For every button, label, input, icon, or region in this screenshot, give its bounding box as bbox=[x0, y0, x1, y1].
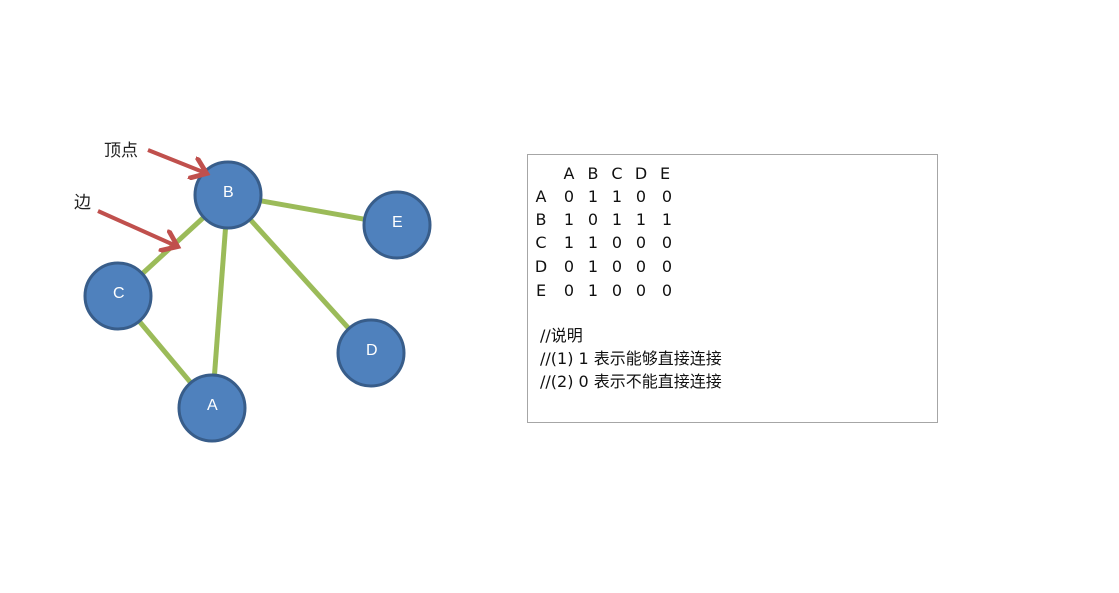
matrix-cell: 0 bbox=[635, 257, 647, 276]
matrix-note: //(1) 1 表示能够直接连接 bbox=[540, 349, 722, 368]
matrix-cell: 1 bbox=[563, 233, 575, 252]
node-label-B: B bbox=[223, 184, 234, 201]
matrix-header: A bbox=[563, 164, 575, 183]
node-B bbox=[193, 160, 263, 230]
matrix-row-label: E bbox=[535, 281, 547, 300]
matrix-note: //说明 bbox=[540, 326, 583, 345]
matrix-cell: 0 bbox=[563, 257, 575, 276]
matrix-cell: 0 bbox=[661, 257, 673, 276]
matrix-row-label: B bbox=[535, 210, 547, 229]
node-A bbox=[177, 373, 247, 443]
edge-B-D bbox=[248, 218, 351, 330]
edge-arrow bbox=[97, 209, 174, 245]
matrix-row-label: C bbox=[535, 233, 547, 252]
node-C bbox=[83, 261, 153, 331]
matrix-row-label: A bbox=[535, 187, 547, 206]
node-label-C: C bbox=[113, 285, 125, 302]
graph-diagram: A B C D E 顶点 边 bbox=[74, 141, 432, 443]
node-E bbox=[362, 190, 432, 260]
node-label-A: A bbox=[207, 397, 218, 414]
matrix-cell: 1 bbox=[587, 281, 599, 300]
matrix-header: B bbox=[587, 164, 599, 183]
matrix-header: D bbox=[634, 164, 648, 183]
node-label-E: E bbox=[392, 214, 403, 231]
matrix-cell: 0 bbox=[635, 187, 647, 206]
matrix-cell: 1 bbox=[563, 210, 575, 229]
edge-B-E bbox=[261, 198, 364, 222]
matrix-row-label: D bbox=[534, 257, 548, 276]
matrix-cell: 1 bbox=[611, 210, 623, 229]
edge-C-A bbox=[137, 320, 193, 384]
vertex-annotation: 顶点 bbox=[104, 141, 138, 161]
matrix-cell: 0 bbox=[587, 210, 599, 229]
matrix-cell: 0 bbox=[563, 281, 575, 300]
matrix-cell: 0 bbox=[563, 187, 575, 206]
matrix-cell: 0 bbox=[611, 233, 623, 252]
node-D bbox=[336, 318, 406, 388]
matrix-cell: 0 bbox=[611, 281, 623, 300]
matrix-cell: 0 bbox=[661, 233, 673, 252]
node-label-D: D bbox=[366, 342, 378, 359]
matrix-header: C bbox=[611, 164, 623, 183]
vertex-arrow bbox=[147, 148, 203, 172]
matrix-cell: 1 bbox=[611, 187, 623, 206]
edge-annotation: 边 bbox=[74, 193, 91, 213]
matrix-note: //(2) 0 表示不能直接连接 bbox=[540, 372, 722, 391]
matrix-cell: 1 bbox=[587, 187, 599, 206]
matrix-cell: 1 bbox=[661, 210, 673, 229]
matrix-header: E bbox=[659, 164, 671, 183]
matrix-cell: 1 bbox=[635, 210, 647, 229]
matrix-cell: 0 bbox=[661, 281, 673, 300]
matrix-cell: 1 bbox=[587, 257, 599, 276]
matrix-cell: 0 bbox=[611, 257, 623, 276]
matrix-cell: 0 bbox=[661, 187, 673, 206]
matrix-cell: 0 bbox=[635, 233, 647, 252]
matrix-cell: 1 bbox=[587, 233, 599, 252]
matrix-cell: 0 bbox=[635, 281, 647, 300]
edge-B-A bbox=[212, 228, 228, 375]
